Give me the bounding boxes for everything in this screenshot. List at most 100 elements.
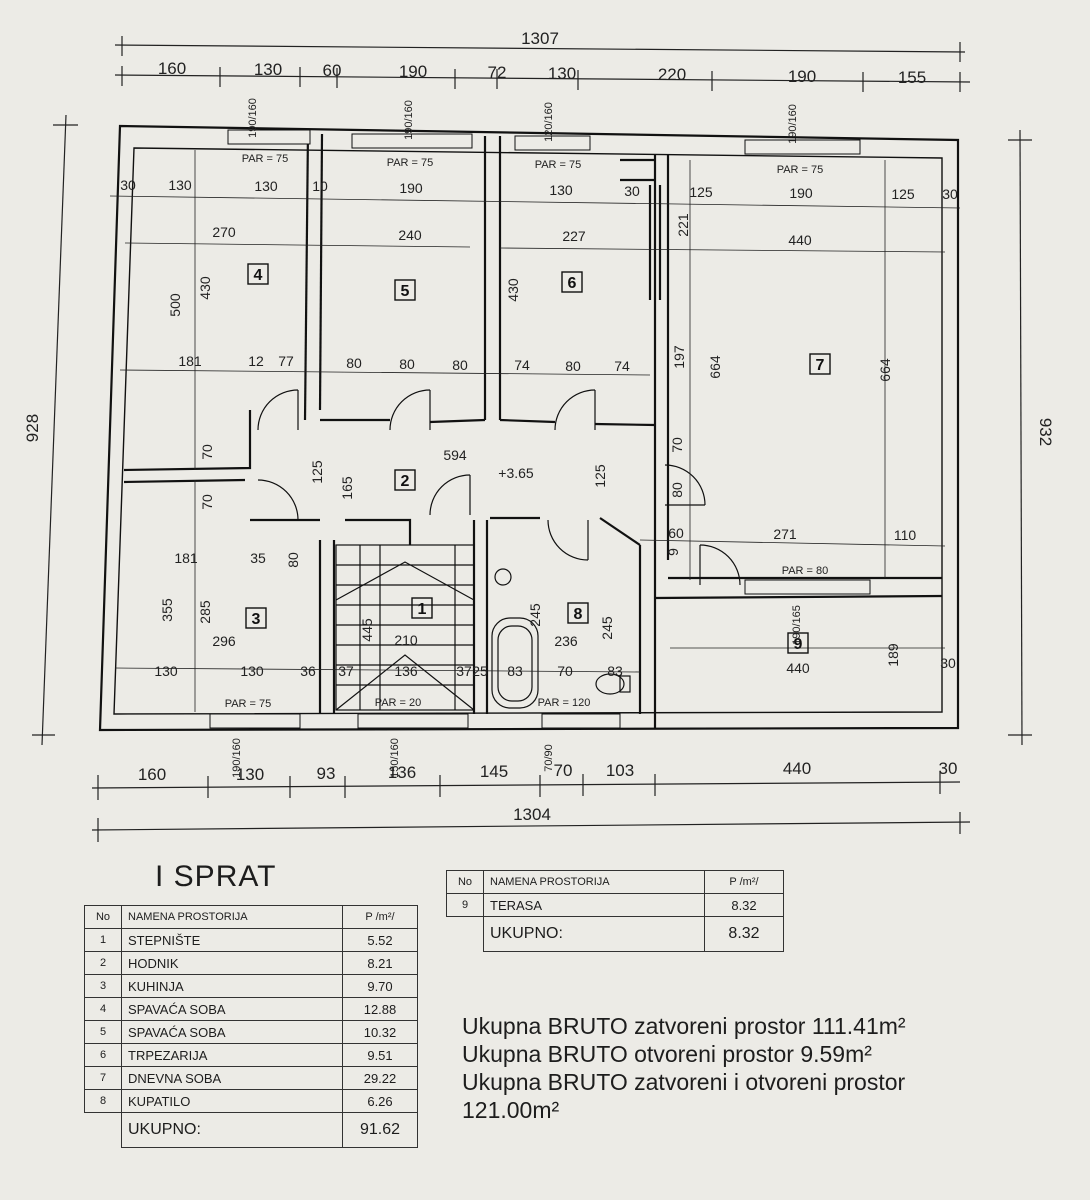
dim-m-240: 240 — [398, 227, 422, 243]
dim-overall-bottom: 1304 — [513, 805, 551, 824]
dim-m-445: 445 — [359, 618, 375, 642]
dim-inner-3: 130 — [254, 178, 278, 194]
par-stair: PAR = 20 — [375, 697, 422, 709]
dim-m-181b: 181 — [174, 550, 198, 566]
dim-m-125a: 125 — [309, 460, 325, 484]
room-7-number: 7 — [816, 357, 825, 374]
dim-bottom-4: 136 — [388, 763, 416, 782]
dim-top-8: 190 — [788, 67, 816, 86]
dim-bottom-7: 103 — [606, 761, 634, 780]
dim-m-355: 355 — [159, 598, 175, 622]
total-combined-label: Ukupna BRUTO zatvoreni i otvoreni prosto… — [462, 1069, 906, 1095]
dim-inner-2: 130 — [168, 177, 192, 193]
dim-m-594: 594 — [443, 447, 467, 463]
room-1-number: 1 — [418, 601, 427, 618]
room-5-number: 5 — [401, 283, 410, 300]
dim-m-130b: 130 — [240, 663, 264, 679]
table-header: No NAMENA PROSTORIJA P /m²/ — [446, 870, 784, 894]
dim-overall-right: 932 — [1036, 418, 1055, 446]
room-9-number: 9 — [794, 636, 803, 653]
dim-m-430a: 430 — [197, 276, 213, 300]
dim-m-37b: 37 — [456, 663, 472, 679]
dim-overall-left: 928 — [23, 414, 42, 442]
room-4-number: 4 — [254, 267, 263, 284]
dim-m-80c: 80 — [452, 357, 468, 373]
win-size-7: 70/90 — [543, 744, 555, 772]
dim-m-136: 136 — [394, 663, 418, 679]
dim-m-30: 30 — [940, 655, 956, 671]
dim-top-7: 220 — [658, 65, 686, 84]
win-size-6: 150/160 — [389, 738, 401, 778]
dim-m-74b: 74 — [614, 358, 630, 374]
par-room5: PAR = 75 — [387, 157, 434, 169]
total-value: 91.62 — [342, 1112, 418, 1148]
win-size-1: 190/160 — [247, 98, 259, 138]
dim-top-1: 160 — [158, 59, 186, 78]
dim-inner-13: 30 — [624, 183, 640, 199]
header-no: No — [446, 870, 484, 894]
level-mark: +3.65 — [498, 465, 534, 481]
dim-m-664a: 664 — [707, 355, 723, 379]
header-no: No — [84, 905, 122, 929]
dim-m-440: 440 — [788, 232, 812, 248]
dim-top-5: 72 — [488, 63, 507, 82]
floor-plan: 4 5 6 7 2 3 1 8 9 1307 1304 928 932 160 … — [23, 29, 1055, 842]
dim-m-197: 197 — [671, 345, 687, 369]
dim-m-80b: 80 — [399, 356, 415, 372]
dim-m-110: 110 — [894, 527, 917, 543]
dim-bottom-9: 30 — [939, 759, 958, 778]
dim-m-80f: 80 — [285, 552, 301, 568]
table-total-row: UKUPNO: 91.62 — [85, 1112, 418, 1148]
bath-fixtures — [491, 568, 631, 709]
dim-m-664b: 664 — [877, 358, 893, 382]
dim-bottom-2: 130 — [236, 765, 264, 784]
dim-m-80e: 80 — [669, 482, 685, 498]
top-ticks — [121, 66, 961, 92]
dim-m-70b: 70 — [199, 494, 215, 510]
dim-m-77: 77 — [278, 353, 294, 369]
dim-m-236: 236 — [554, 633, 578, 649]
dim-m-440b: 440 — [786, 660, 810, 676]
par-room3: PAR = 75 — [225, 698, 272, 710]
dim-m-80d: 80 — [565, 358, 581, 374]
dim-bottom-6: 70 — [554, 761, 573, 780]
dim-top-2: 130 — [254, 60, 282, 79]
par-room9: PAR = 80 — [782, 565, 829, 577]
dim-inner-11: 130 — [549, 182, 573, 198]
dim-m-83a: 83 — [507, 663, 523, 679]
win-size-3: 120/160 — [543, 102, 555, 142]
dim-inner-4: 10 — [312, 178, 328, 194]
dim-bottom-3: 93 — [317, 764, 336, 783]
dim-inner-1: 30 — [120, 177, 136, 193]
dim-m-35: 35 — [250, 550, 266, 566]
total-closed: Ukupna BRUTO zatvoreni prostor 111.41m² — [462, 1013, 906, 1039]
win-size-2: 190/160 — [403, 100, 415, 140]
dim-m-70d: 70 — [557, 663, 573, 679]
room-6-number: 6 — [568, 275, 577, 292]
dim-m-210: 210 — [394, 632, 418, 648]
header-name: NAMENA PROSTORIJA — [121, 905, 343, 929]
dim-m-9: 9 — [665, 548, 681, 556]
dim-inner-18: 30 — [942, 186, 958, 202]
stair — [335, 544, 475, 711]
header-area: P /m²/ — [342, 905, 418, 929]
total-label: UKUPNO: — [483, 916, 705, 952]
floor-title: I SPRAT — [155, 860, 277, 893]
dim-bottom-1: 160 — [138, 765, 166, 784]
dim-m-270: 270 — [212, 224, 236, 240]
dim-inner-7: 190 — [399, 180, 423, 196]
dim-m-189: 189 — [885, 643, 901, 667]
dim-m-70c: 70 — [669, 437, 685, 453]
header-name: NAMENA PROSTORIJA — [483, 870, 705, 894]
dim-m-500: 500 — [167, 293, 183, 317]
win-size-8: 190/165 — [791, 605, 803, 645]
